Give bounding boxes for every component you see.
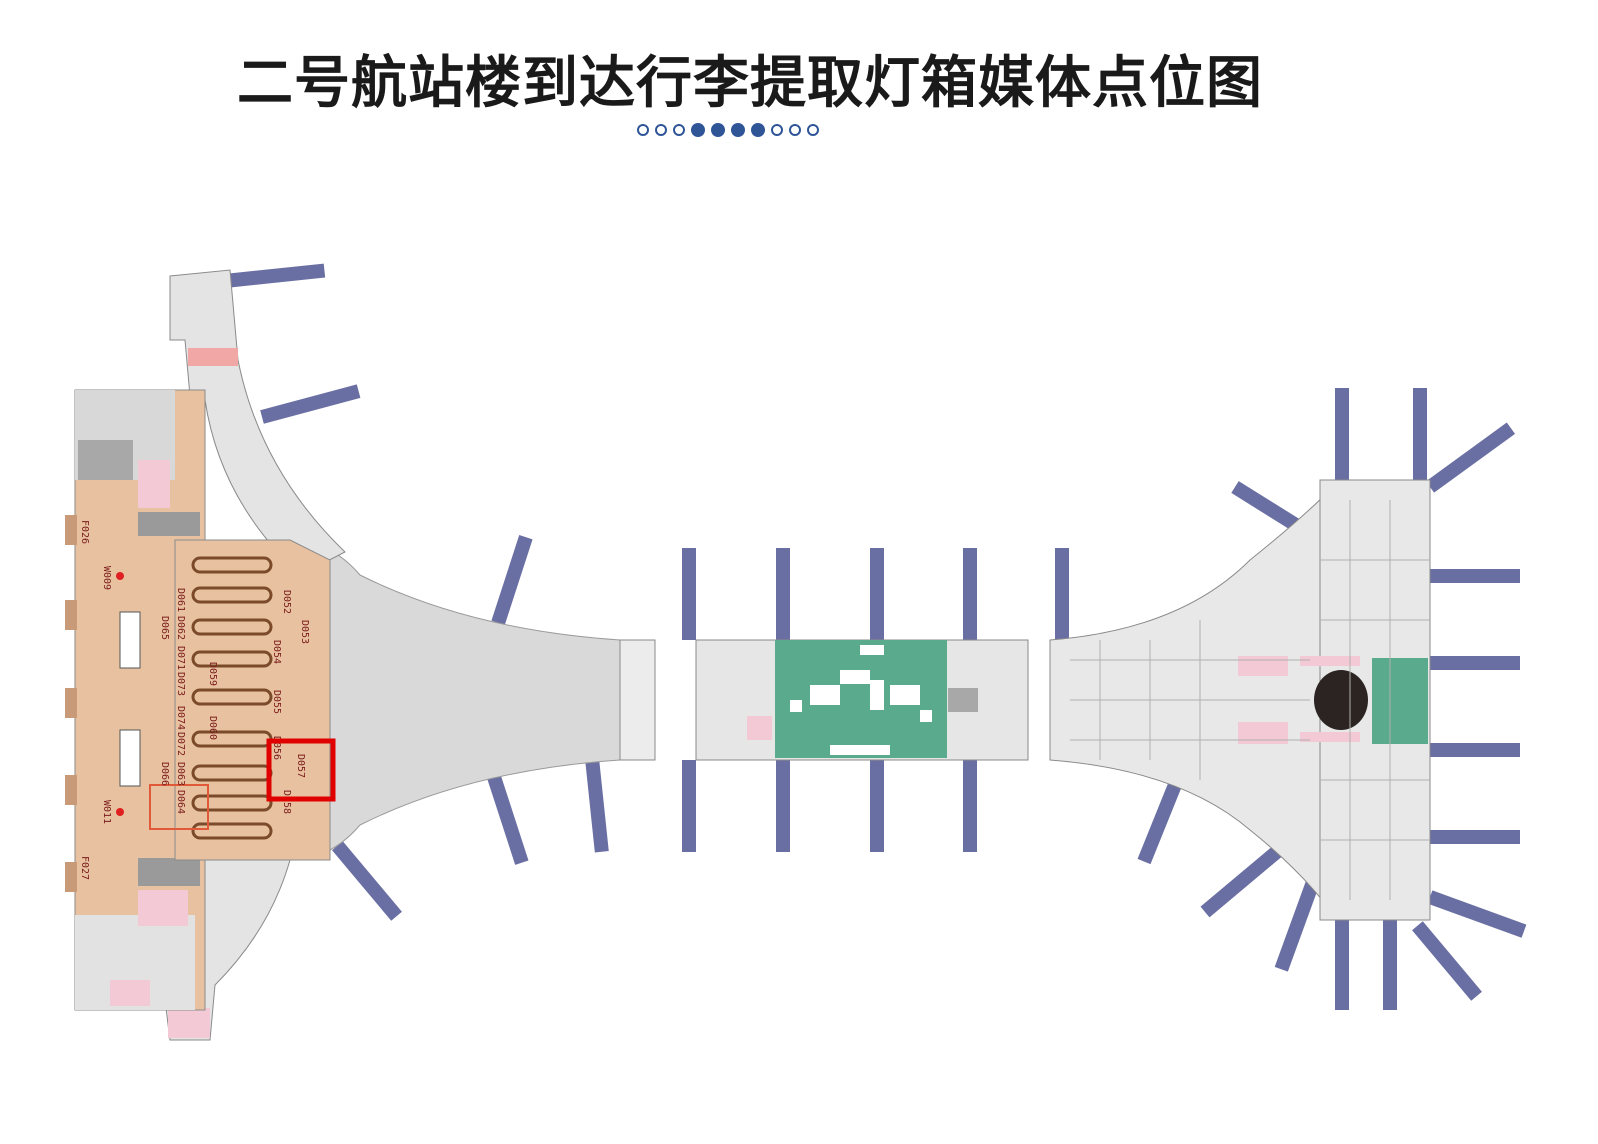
label-d065: D065 bbox=[159, 616, 170, 640]
label-d054: D054 bbox=[271, 640, 282, 664]
pager-dot[interactable] bbox=[673, 124, 685, 136]
left-apron-connector bbox=[289, 539, 621, 861]
gate-bridge bbox=[585, 759, 609, 853]
gate-bridge bbox=[1430, 743, 1520, 757]
green-zone bbox=[775, 640, 947, 758]
gray-block bbox=[138, 858, 200, 886]
pink-block bbox=[138, 890, 188, 926]
gate-bridge bbox=[1430, 830, 1520, 844]
escalator-block bbox=[119, 611, 141, 669]
pager-dot[interactable] bbox=[711, 123, 725, 137]
side-markers bbox=[65, 515, 77, 892]
pager-dot[interactable] bbox=[807, 124, 819, 136]
label-d057: D057 bbox=[295, 754, 306, 778]
carousel bbox=[191, 586, 273, 604]
gate-bridge bbox=[224, 263, 326, 288]
carousel bbox=[191, 822, 273, 840]
gate-bridge bbox=[682, 548, 696, 640]
pager-dots bbox=[637, 123, 819, 142]
pager-dot[interactable] bbox=[731, 123, 745, 137]
label-d062: D062 bbox=[175, 616, 186, 640]
carousel bbox=[191, 618, 273, 636]
gate-bridge bbox=[1427, 890, 1527, 938]
gray-block bbox=[138, 512, 200, 536]
gate-bridge bbox=[332, 841, 402, 921]
gate-bridge bbox=[1425, 422, 1516, 493]
gate-bridge bbox=[682, 760, 696, 852]
label-d073: D073 bbox=[175, 672, 186, 696]
highlight-box bbox=[266, 738, 336, 802]
label-d071: D071 bbox=[175, 646, 186, 670]
label-d064: D064 bbox=[175, 790, 186, 814]
gate-bridge bbox=[1335, 388, 1349, 480]
pager-dot[interactable] bbox=[691, 123, 705, 137]
gray-block bbox=[948, 688, 978, 712]
gate-bridge bbox=[963, 548, 977, 640]
gate-bridge bbox=[1335, 918, 1349, 1010]
carousel bbox=[191, 650, 273, 668]
page-title: 二号航站楼到达行李提取灯箱媒体点位图 bbox=[237, 51, 1263, 116]
gate-bridge bbox=[870, 548, 884, 640]
gate-bridge bbox=[1430, 656, 1520, 670]
pager-dot[interactable] bbox=[771, 124, 783, 136]
pager-dot[interactable] bbox=[751, 123, 765, 137]
gate-bridge bbox=[1412, 921, 1482, 1001]
pager-dot[interactable] bbox=[789, 124, 801, 136]
gate-bridge bbox=[260, 384, 361, 424]
label-d058: D058 bbox=[281, 790, 292, 814]
gate-bridge bbox=[1274, 880, 1320, 972]
carousel bbox=[191, 794, 273, 812]
label-d052: D052 bbox=[281, 590, 292, 614]
pager-dot[interactable] bbox=[655, 124, 667, 136]
gate-bridge bbox=[776, 548, 790, 640]
pink-block bbox=[110, 980, 150, 1006]
label-d074: D074 bbox=[175, 706, 186, 730]
gate-bridge bbox=[1055, 548, 1069, 640]
green-zone-right bbox=[1372, 658, 1428, 744]
gate-bridge bbox=[1413, 388, 1427, 480]
label-d061: D061 bbox=[175, 588, 186, 612]
escalator-block bbox=[119, 729, 141, 787]
sun-marker-icon bbox=[116, 572, 124, 580]
gate-bridge bbox=[776, 760, 790, 852]
sun-marker-icon bbox=[116, 808, 124, 816]
label-w011: W011 bbox=[101, 800, 112, 824]
label-f027: F027 bbox=[79, 856, 90, 880]
label-d053: D053 bbox=[299, 620, 310, 644]
gate-bridge bbox=[485, 770, 529, 865]
green-zone-seats bbox=[790, 645, 932, 755]
label-d072: D072 bbox=[175, 732, 186, 756]
carousel bbox=[191, 556, 273, 574]
pink-block bbox=[138, 460, 170, 508]
label-d059: D059 bbox=[207, 662, 218, 686]
carousel bbox=[191, 688, 273, 706]
pink-block bbox=[188, 348, 238, 366]
label-d066: D066 bbox=[159, 762, 170, 786]
label-d055: D055 bbox=[271, 690, 282, 714]
gate-bridge bbox=[870, 760, 884, 852]
gray-block bbox=[78, 440, 133, 480]
gate-bridge bbox=[1430, 569, 1520, 583]
right-pink-blocks bbox=[1238, 656, 1360, 744]
pink-block bbox=[747, 716, 772, 740]
label-f026: F026 bbox=[79, 520, 90, 544]
gate-bridge bbox=[1383, 918, 1397, 1010]
pager-dot[interactable] bbox=[637, 124, 649, 136]
orange-outline bbox=[149, 784, 209, 830]
label-d060: D060 bbox=[207, 716, 218, 740]
label-w009: W009 bbox=[101, 566, 112, 590]
label-d063: D063 bbox=[175, 762, 186, 786]
round-hall bbox=[1314, 670, 1368, 730]
gate-bridge bbox=[963, 760, 977, 852]
gate-bridge bbox=[491, 535, 533, 625]
gate-bridge bbox=[1200, 842, 1287, 918]
mid-concourse-left bbox=[619, 639, 656, 761]
pink-block bbox=[168, 1008, 210, 1038]
gate-bridges bbox=[224, 263, 1527, 1010]
gate-bridge bbox=[1137, 770, 1187, 865]
right-grid bbox=[1070, 500, 1430, 900]
label-d056: D056 bbox=[271, 736, 282, 760]
